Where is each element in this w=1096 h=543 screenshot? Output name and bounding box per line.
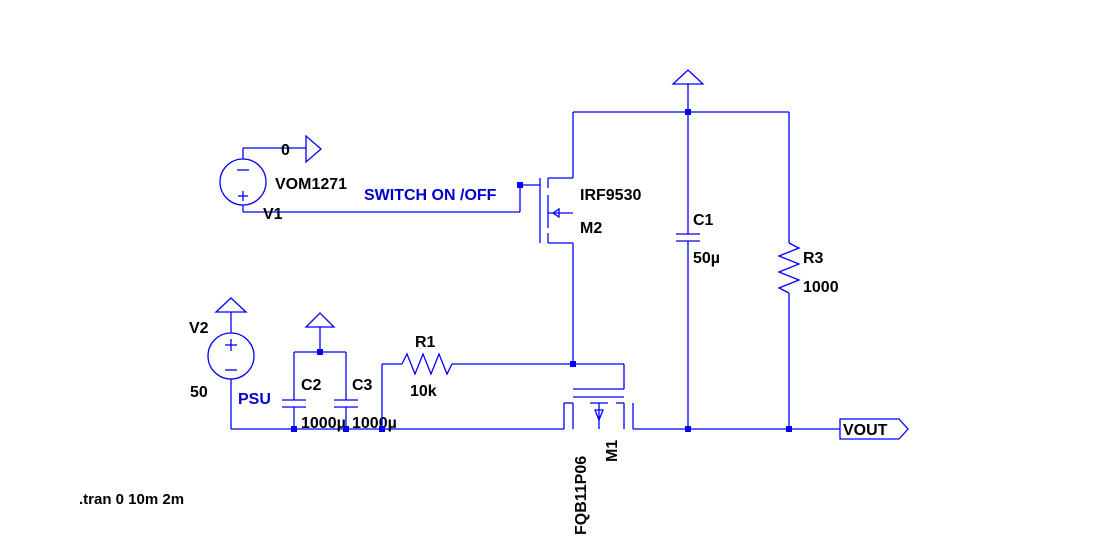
ground-flag-zero[interactable] [305,134,322,164]
switch-net-label: SWITCH ON /OFF [364,187,497,204]
v1-source[interactable] [219,148,267,212]
vout-port[interactable]: VOUT [839,418,909,440]
m2-name-label: M2 [580,220,602,237]
v2-name-label: V2 [189,320,209,337]
c3-value-label: 1000µ [352,415,397,432]
m2-mosfet[interactable] [539,112,574,364]
m1-name-label: M1 [604,440,621,462]
c2-value-label: 1000µ [301,415,346,432]
r1-name-label: R1 [415,334,436,351]
v1-name-label: V1 [263,206,283,223]
m2-model-label: IRF9530 [580,187,641,204]
v2-value-label: 50 [190,384,208,401]
ground-zero-label: 0 [281,142,290,159]
top-power-flag[interactable] [671,69,705,112]
c2-c3-ground-flag[interactable] [304,312,336,352]
v2-power-flag[interactable] [214,297,248,333]
vout-port-label: VOUT [843,422,888,439]
c1-value-label: 50µ [693,250,720,267]
v2-source[interactable] [207,332,255,429]
c3-capacitor[interactable] [334,352,358,429]
r1-resistor[interactable] [382,352,573,376]
c1-name-label: C1 [693,212,714,229]
c3-name-label: C3 [352,377,373,394]
r1-value-label: 10k [410,383,437,400]
r3-resistor[interactable] [777,112,801,429]
m1-model-label: FQB11P06 [573,456,590,535]
c2-name-label: C2 [301,377,322,394]
psu-net-label: PSU [238,391,271,408]
m1-mosfet[interactable] [563,363,634,429]
r3-name-label: R3 [803,250,824,267]
c1-capacitor[interactable] [676,112,700,429]
simulation-directive[interactable]: .tran 0 10m 2m [79,491,184,508]
c2-capacitor[interactable] [282,352,306,429]
r3-value-label: 1000 [803,279,839,296]
v1-value-label: VOM1271 [275,176,347,193]
